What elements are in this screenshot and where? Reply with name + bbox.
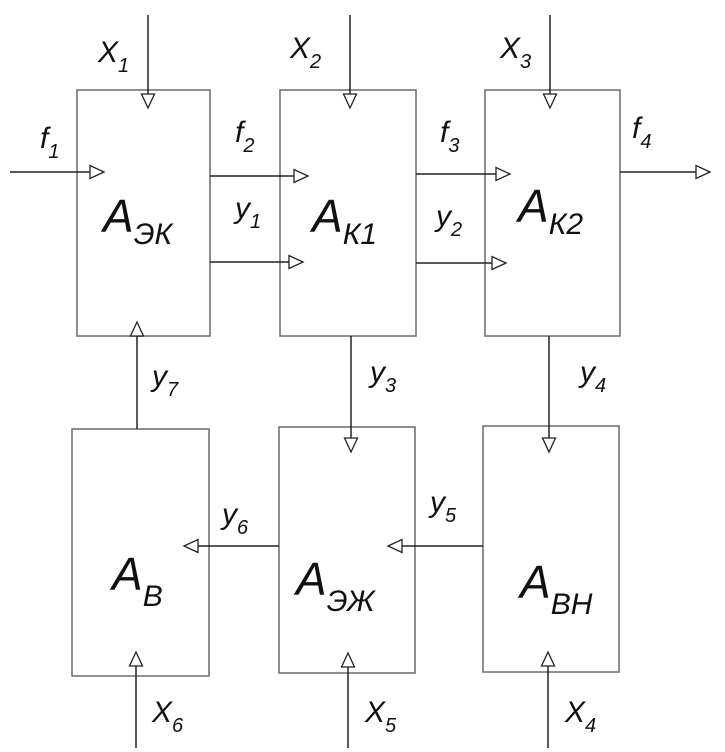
label-f4: f4 <box>632 112 651 153</box>
arrowhead-icon <box>182 538 199 554</box>
label-x4: X4 <box>564 696 596 737</box>
arrow-x4 <box>540 650 556 748</box>
arrow-x1 <box>140 15 156 110</box>
block-aezh <box>278 426 416 674</box>
block-aek <box>76 89 211 337</box>
block-abn <box>482 425 620 673</box>
arrow-y2 <box>416 255 508 271</box>
block-ak2 <box>484 89 621 337</box>
arrow-x6 <box>128 650 144 748</box>
label-y1: y1 <box>233 192 261 233</box>
block-ab <box>71 428 210 677</box>
block-ak1 <box>279 89 417 337</box>
arrow-f3 <box>416 166 512 182</box>
arrow-x5 <box>340 651 356 748</box>
arrow-x3 <box>542 15 558 110</box>
arrow-f4 <box>620 164 712 180</box>
arrowhead-icon <box>293 168 310 184</box>
arrowhead-icon <box>542 93 558 110</box>
label-y5: y5 <box>428 486 457 527</box>
arrowhead-icon <box>288 254 305 270</box>
arrow-y3 <box>343 336 359 454</box>
arrowhead-icon <box>128 650 144 667</box>
arrowhead-icon <box>540 650 556 667</box>
arrow-y6 <box>182 538 279 554</box>
arrow-f2 <box>210 168 310 184</box>
label-x1: X1 <box>97 36 129 77</box>
label-aek: AЭК <box>100 190 175 251</box>
label-y2: y2 <box>434 200 462 241</box>
arrowhead-icon <box>386 538 403 554</box>
arrowhead-icon <box>495 166 512 182</box>
label-f3: f3 <box>440 116 459 157</box>
label-f1: f1 <box>40 122 59 163</box>
arrowhead-icon <box>541 437 557 454</box>
arrowhead-icon <box>140 93 156 110</box>
label-x5: X5 <box>364 696 397 737</box>
label-y3: y3 <box>368 356 396 397</box>
arrow-y4 <box>541 336 557 454</box>
arrow-y7 <box>129 320 145 429</box>
label-x2: X2 <box>289 32 321 73</box>
arrowhead-icon <box>340 651 356 668</box>
label-x3: X3 <box>499 32 531 73</box>
label-ak2: AК2 <box>515 180 583 241</box>
arrow-y1 <box>210 254 305 270</box>
arrow-f1 <box>10 164 106 180</box>
arrow-x2 <box>342 15 358 110</box>
arrowhead-icon <box>342 93 358 110</box>
label-ab: AВ <box>109 548 163 613</box>
label-x6: X6 <box>151 696 184 737</box>
arrowhead-icon <box>129 320 145 337</box>
label-f2: f2 <box>235 116 254 157</box>
label-y4: y4 <box>578 356 606 397</box>
arrowhead-icon <box>89 164 106 180</box>
label-aezh: AЭЖ <box>293 553 376 618</box>
label-ak1: AК1 <box>309 190 377 251</box>
arrowhead-icon <box>343 437 359 454</box>
label-y7: y7 <box>150 360 179 401</box>
arrowhead-icon <box>491 255 508 271</box>
arrowhead-icon <box>695 164 712 180</box>
label-y6: y6 <box>220 498 249 539</box>
arrow-y5 <box>386 538 483 554</box>
label-abn: AВН <box>517 556 593 621</box>
